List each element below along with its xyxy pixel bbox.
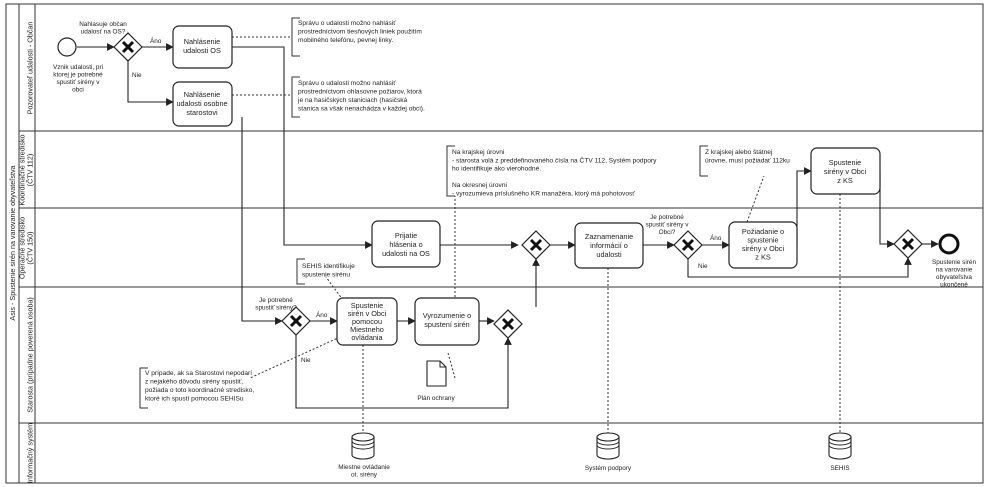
task-nahlasenie-starostovi (172, 81, 233, 127)
flow-label-ano-1: Áno (150, 36, 162, 45)
gateway-merge-end (893, 229, 923, 259)
annotation-bracket-5 (296, 258, 305, 285)
annotation-bracket-6 (139, 367, 148, 409)
lane-label-starosta: Starosta (prípadne poverená osoba) (26, 297, 35, 412)
gateway-merge-os (521, 230, 551, 260)
task-nahlasenie-os (172, 25, 233, 69)
document-plan-ochrany-icon (426, 360, 447, 387)
lane-label-koordinacne: Koordinačné stredisko(ČTV 112) (18, 134, 35, 205)
start-event (57, 37, 77, 57)
task-spustenie-ks (810, 147, 881, 195)
pool: Asis - Spustenie sirén na varovanie obyv… (5, 3, 984, 484)
annotation-bracket-2 (291, 76, 300, 118)
lane-label-operacne: Operačné stredisko(ČTV 150) (18, 217, 35, 279)
task-prijatie-hlasenia (371, 220, 441, 268)
gateway-je-potrebne-v-obci (673, 230, 703, 260)
gateway-je-potrebne-spustit (281, 306, 311, 336)
task-poziadanie (728, 221, 798, 269)
datastore-system-podpory-label: Systém podpory (585, 465, 632, 472)
flow-label-ano-2: Áno (316, 310, 328, 319)
associations (232, 36, 841, 433)
task-vyrozumenie (414, 297, 480, 346)
datastore-sehis-label: SEHIS (830, 465, 849, 472)
annotation-3: Na krajskej úrovni- starosta volá z pred… (452, 149, 657, 198)
document-plan-ochrany-label: Plán ochrany (417, 395, 455, 402)
annotation-bracket-1 (291, 17, 300, 57)
lane-label-is: Informačný systém (26, 423, 35, 483)
end-event (938, 233, 960, 255)
sequence-flows (77, 43, 939, 409)
flow-label-nie-3: Nie (698, 263, 708, 270)
flow-label-nie-2: Nie (301, 357, 311, 364)
gateway-merge-starosta (493, 309, 523, 339)
datastore-miestne-ovladanie-icon (351, 432, 375, 460)
annotation-bracket-4 (699, 145, 708, 177)
gateway-nahlasuje-obcan (113, 32, 143, 62)
lane-label-citizen: Pozorovateľ udalosti - Občan (26, 22, 35, 115)
flow-label-nie-1: Nie (132, 72, 142, 79)
datastore-sehis-icon (828, 432, 852, 460)
pool-title: Asis - Spustenie sirén na varovanie obyv… (8, 165, 17, 320)
annotation-bracket-3 (446, 145, 455, 197)
task-zaznamenanie (574, 222, 644, 269)
datastore-system-podpory-icon (596, 432, 620, 460)
flow-label-ano-3: Áno (710, 233, 722, 242)
task-spustenie-mo (336, 297, 398, 346)
